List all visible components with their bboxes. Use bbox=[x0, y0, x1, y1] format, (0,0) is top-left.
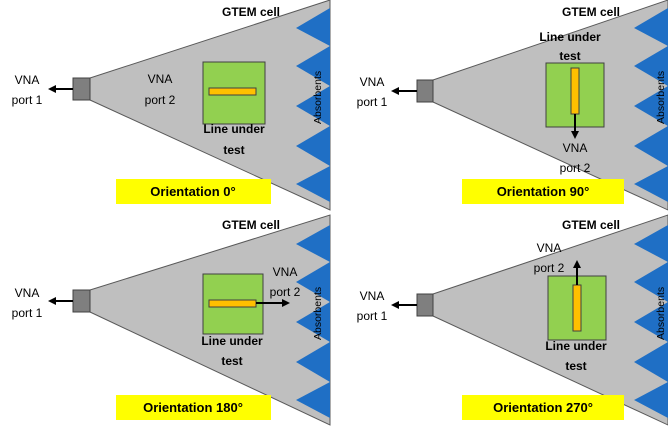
port1-label-line1: VNA bbox=[15, 73, 40, 87]
line-under-test-line2: test bbox=[565, 359, 586, 373]
absorbers bbox=[634, 8, 668, 202]
port1-label-line1: VNA bbox=[15, 286, 40, 300]
orientation-label: Orientation 270° bbox=[493, 400, 593, 415]
panel-orientation-90: Absorbents GTEM cell VNA port 1 Line und… bbox=[357, 0, 668, 211]
orientation-label-bg bbox=[116, 179, 271, 204]
absorbents-label: Absorbents bbox=[312, 71, 324, 124]
panel-orientation-0: Absorbents GTEM cell VNA port 1 VNA port… bbox=[12, 0, 331, 211]
port2-label-line2: port 2 bbox=[145, 93, 176, 107]
orientation-label: Orientation 90° bbox=[497, 184, 590, 199]
port1-label-line1: VNA bbox=[360, 75, 385, 89]
panel-orientation-180: Absorbents GTEM cell VNA port 1 VNA port… bbox=[12, 214, 331, 426]
port2-label-line2: port 2 bbox=[534, 261, 565, 275]
dut-trace bbox=[570, 67, 580, 115]
dut-trace bbox=[572, 284, 582, 332]
absorbers bbox=[296, 225, 330, 418]
orientation-label: Orientation 180° bbox=[143, 400, 243, 415]
dut-trace bbox=[208, 87, 257, 96]
port2-label-line2: port 2 bbox=[560, 161, 591, 175]
line-under-test-line2: test bbox=[223, 143, 244, 157]
orientation-label-bg bbox=[462, 179, 624, 204]
line-under-test-line1: Line under bbox=[203, 122, 265, 136]
port1-connector bbox=[416, 79, 434, 103]
port2-label-line1: VNA bbox=[537, 241, 562, 255]
line-under-test-line1: Line under bbox=[201, 334, 263, 348]
absorbers bbox=[634, 225, 668, 418]
port1-connector bbox=[416, 293, 434, 317]
panel-orientation-270: Absorbents GTEM cell VNA port 1 VNA port… bbox=[357, 214, 668, 426]
gtem-cell-title: GTEM cell bbox=[222, 218, 280, 232]
port1-connector bbox=[72, 77, 91, 101]
port1-label-line2: port 1 bbox=[357, 309, 388, 323]
port1-label-line1: VNA bbox=[360, 289, 385, 303]
port2-label-line1: VNA bbox=[148, 72, 173, 86]
port1-label-line2: port 1 bbox=[12, 93, 43, 107]
port1-label-line2: port 1 bbox=[357, 95, 388, 109]
absorbents-label: Absorbents bbox=[655, 287, 667, 340]
orientation-label-bg bbox=[116, 395, 271, 420]
port1-label-line2: port 1 bbox=[12, 306, 43, 320]
gtem-cell-title: GTEM cell bbox=[562, 5, 620, 19]
gtem-cell-title: GTEM cell bbox=[562, 218, 620, 232]
port2-label-line1: VNA bbox=[563, 141, 588, 155]
dut-trace bbox=[208, 299, 257, 308]
absorbents-label: Absorbents bbox=[655, 71, 667, 124]
gtem-cell-title: GTEM cell bbox=[222, 5, 280, 19]
line-under-test-line1: Line under bbox=[539, 30, 601, 44]
absorbers bbox=[296, 8, 330, 202]
orientation-label: Orientation 0° bbox=[150, 184, 235, 199]
line-under-test-line2: test bbox=[559, 49, 580, 63]
absorbents-label: Absorbents bbox=[312, 287, 324, 340]
port2-label-line1: VNA bbox=[273, 265, 298, 279]
line-under-test-line2: test bbox=[221, 354, 242, 368]
line-under-test-line1: Line under bbox=[545, 339, 607, 353]
orientation-label-bg bbox=[462, 395, 624, 420]
port2-label-line2: port 2 bbox=[270, 285, 301, 299]
port1-connector bbox=[72, 289, 91, 313]
